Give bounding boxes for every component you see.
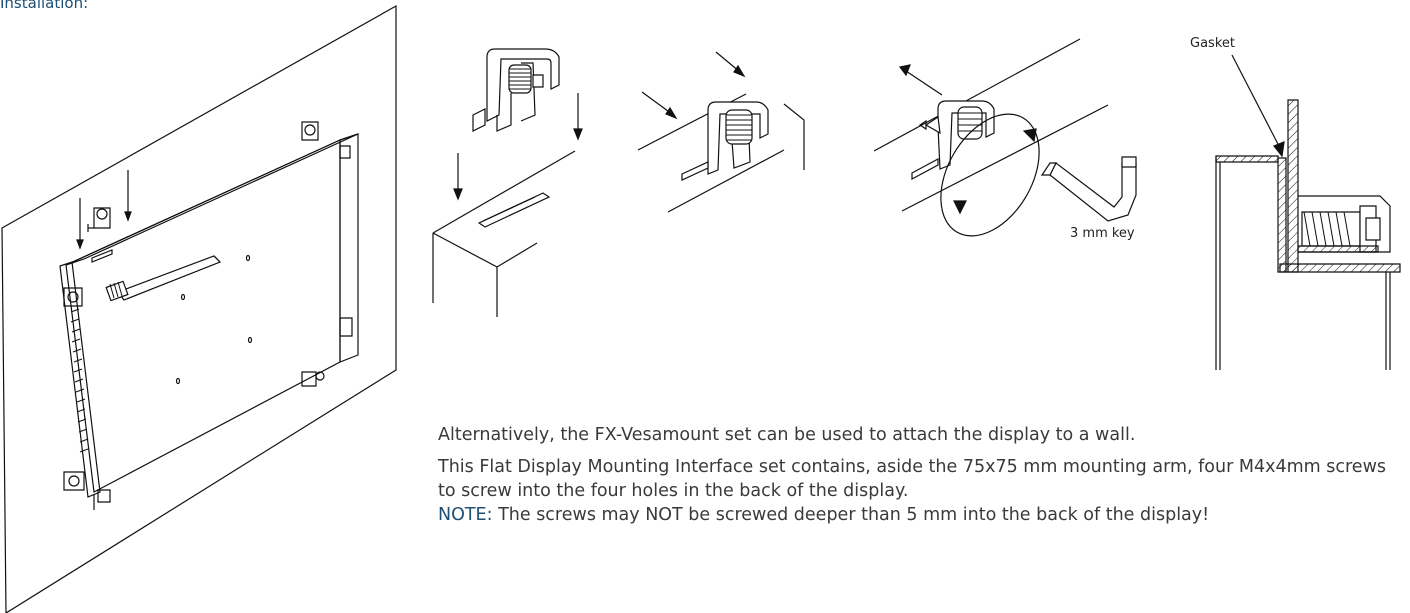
gasket-section-figure: [1190, 0, 1410, 375]
clamp-tighten-figure: [860, 25, 1170, 255]
vesamount-paragraph: Alternatively, the FX-Vesamount set can …: [438, 425, 1136, 445]
clamp-insert-figure: [425, 45, 595, 325]
left-bottom-clamp: [64, 472, 110, 510]
display-front: [66, 140, 340, 492]
key-size-label: 3 mm key: [1070, 226, 1135, 241]
note-label: NOTE:: [438, 505, 493, 525]
clamp-seated-figure: [630, 50, 820, 250]
wall-panel: [2, 6, 396, 613]
mounting-interface-text: This Flat Display Mounting Interface set…: [438, 457, 1386, 501]
gasket-label: Gasket: [1190, 36, 1235, 51]
wall-mount-figure: [0, 0, 400, 613]
left-mid-clamp: [64, 288, 82, 306]
right-top-clamp: [302, 122, 350, 158]
note-text: The screws may NOT be screwed deeper tha…: [492, 505, 1210, 525]
section-title: Installation:: [0, 0, 89, 12]
mounting-interface-paragraph: This Flat Display Mounting Interface set…: [438, 455, 1386, 527]
right-bottom-clamp: [302, 318, 352, 386]
top-clamp: [88, 208, 110, 232]
